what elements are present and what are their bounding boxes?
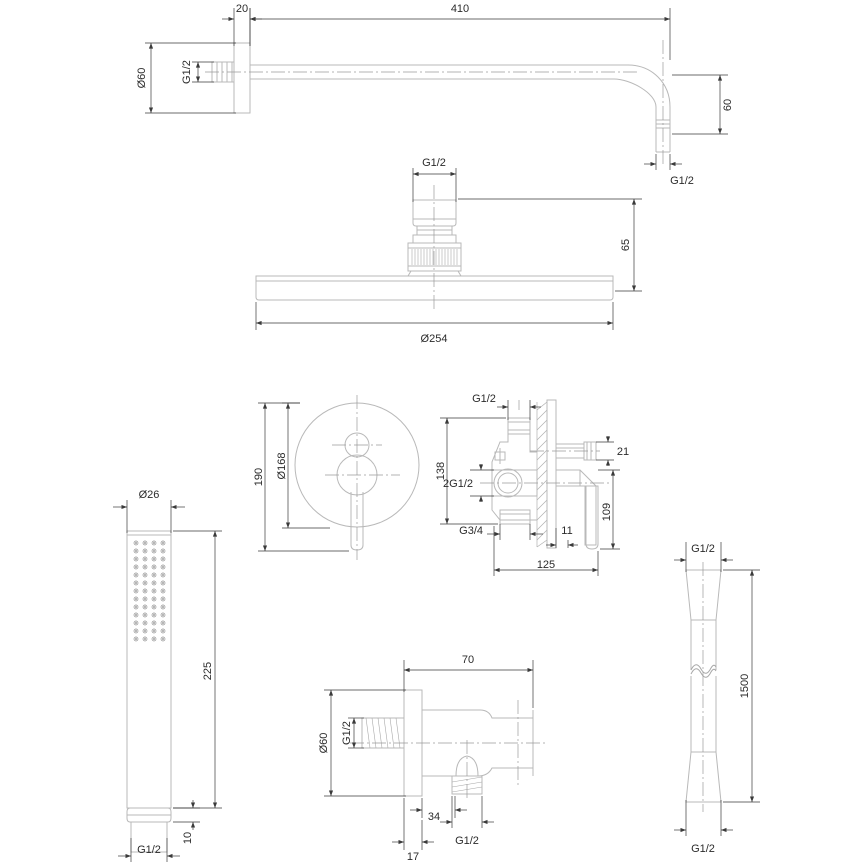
dim-outlet-projection: 70 (403, 654, 534, 708)
dim-mixer-bottom-thread: G3/4 (459, 524, 543, 540)
dim-head-total-height: 65 (458, 198, 642, 292)
wall-outlet-centre-lines (350, 700, 548, 800)
dim-label-outlet-offset: 34 (428, 811, 440, 823)
dim-label-arm-drop-height: 60 (722, 99, 734, 111)
dim-label-arm-projection: 410 (451, 3, 469, 15)
mixer-wall-hatch (536, 401, 548, 548)
dim-arm-projection: 410 (249, 3, 671, 60)
view-mixer-front: 190 Ø168 (253, 395, 420, 560)
dim-mixer-plate-diameter: Ø168 (276, 402, 330, 529)
dim-hose-top-thread: G1/2 (674, 542, 733, 572)
dim-label-mixer-total-depth: 125 (537, 559, 555, 571)
dim-mixer-side-outlet-height: 21 (596, 436, 629, 466)
shower-arm-geometry (211, 42, 671, 153)
dim-mixer-total-depth: 125 (493, 526, 599, 576)
dim-mixer-plate-offset: 11 (546, 525, 578, 548)
dim-label-mixer-bottom-thread: G3/4 (459, 525, 483, 537)
dim-outlet-flange-diameter: Ø60 (318, 689, 406, 797)
dim-handset-diameter: Ø26 (113, 489, 185, 533)
view-shower-arm: 20 410 Ø60 (136, 3, 734, 187)
mixer-section-centre-lines (480, 400, 612, 484)
dim-label-handset-connector-thread: G1/2 (137, 844, 161, 856)
dim-label-arm-outlet-thread: G1/2 (670, 175, 694, 187)
dim-arm-flange-thickness: 20 (222, 3, 262, 46)
dim-label-head-inlet-thread: G1/2 (422, 157, 446, 169)
hose-geometry (685, 569, 722, 803)
shower-arm-centre-lines (205, 40, 664, 165)
dim-label-handset-body-length: 225 (202, 662, 214, 680)
dim-label-mixer-lever-height: 109 (601, 503, 613, 521)
dim-handset-body-length: 225 (173, 530, 222, 809)
dim-arm-flange-diameter: Ø60 (136, 42, 236, 114)
dim-mixer-inlet-threads: 2G1/2 (443, 464, 494, 502)
dim-label-outlet-flange-diameter: Ø60 (318, 733, 330, 754)
dim-mixer-lever-height: 109 (598, 469, 620, 550)
dim-mixer-plate-height: 190 (253, 402, 349, 552)
dim-mixer-top-outlet-thread: G1/2 (472, 393, 541, 420)
dim-label-outlet-flange-thickness: 17 (407, 851, 419, 863)
dim-label-outlet-projection: 70 (462, 654, 474, 666)
dim-label-mixer-plate-diameter: Ø168 (276, 453, 288, 480)
dim-label-mixer-body-height: 138 (435, 462, 447, 480)
shower-head-geometry (255, 199, 614, 301)
view-wall-outlet: 70 Ø60 G1/2 (318, 654, 548, 863)
handset-geometry (126, 530, 172, 853)
view-handset: Ø26 225 10 (113, 489, 222, 862)
dim-arm-drop-height: 60 (672, 74, 734, 135)
dim-label-mixer-inlet-threads: 2G1/2 (443, 478, 473, 490)
dim-label-mixer-top-outlet-thread: G1/2 (472, 393, 496, 405)
dim-label-mixer-side-outlet-height: 21 (617, 446, 629, 458)
dim-label-outlet-inlet-thread: G1/2 (341, 721, 353, 745)
view-shower-head: G1/2 65 Ø254 (255, 157, 642, 345)
dim-label-handset-connector-length: 10 (182, 832, 194, 844)
dim-label-hose-top-thread: G1/2 (691, 543, 715, 555)
mixer-front-centre-lines (325, 395, 400, 560)
handset-nozzle-grid (133, 540, 166, 642)
dim-head-inlet-thread: G1/2 (412, 157, 457, 202)
view-mixer-section: G1/2 138 21 (435, 393, 629, 576)
dim-label-hose-bottom-thread: G1/2 (691, 843, 715, 855)
dim-label-head-diameter: Ø254 (421, 333, 448, 345)
dim-handset-connector-length: 10 (173, 800, 200, 844)
dim-outlet-offset: 34 (410, 796, 467, 823)
dim-arm-inlet-thread: G1/2 (181, 60, 214, 84)
dim-label-hose-length: 1500 (739, 674, 751, 698)
dim-outlet-outlet-thread: G1/2 (440, 796, 494, 847)
dim-label-arm-flange-thickness: 20 (236, 3, 248, 15)
dim-head-diameter: Ø254 (255, 302, 614, 345)
dim-label-handset-diameter: Ø26 (139, 489, 160, 501)
dim-outlet-inlet-thread: G1/2 (341, 717, 364, 749)
dim-hose-length: 1500 (723, 569, 760, 803)
dim-label-mixer-plate-height: 190 (253, 468, 265, 486)
dim-label-mixer-plate-offset: 11 (561, 525, 572, 537)
dim-label-head-total-height: 65 (620, 239, 632, 251)
dim-label-arm-flange-diameter: Ø60 (136, 68, 148, 89)
mixer-section-geometry (491, 399, 599, 550)
dim-label-outlet-outlet-thread: G1/2 (455, 835, 479, 847)
dim-outlet-flange-thickness: 17 (392, 798, 434, 863)
dim-mixer-body-height: 138 (435, 417, 506, 525)
view-hose: G1/2 1500 G1/2 (674, 542, 760, 855)
dim-label-arm-inlet-thread: G1/2 (181, 60, 193, 84)
dim-handset-connector-thread: G1/2 (118, 838, 180, 862)
dim-hose-bottom-thread: G1/2 (674, 800, 733, 855)
dim-arm-outlet-thread: G1/2 (644, 154, 694, 187)
